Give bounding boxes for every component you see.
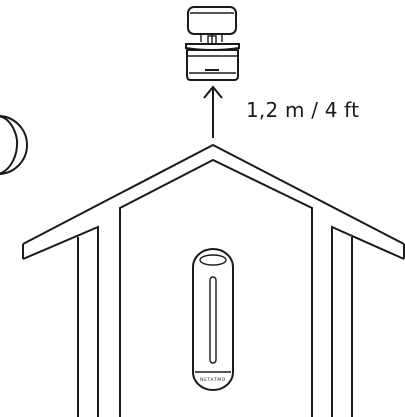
height-label: 1,2 m / 4 ft xyxy=(246,98,360,122)
edge-circle-partial xyxy=(0,115,28,175)
indoor-station-icon: NETATMO xyxy=(192,248,234,391)
rain-gauge-icon xyxy=(185,6,240,81)
house-roof-inner xyxy=(22,225,99,417)
arrow-up-icon xyxy=(203,85,223,138)
house-inner-frame xyxy=(119,158,313,417)
house-roof-outer xyxy=(22,143,405,245)
device-brand-text: NETATMO xyxy=(200,377,226,383)
